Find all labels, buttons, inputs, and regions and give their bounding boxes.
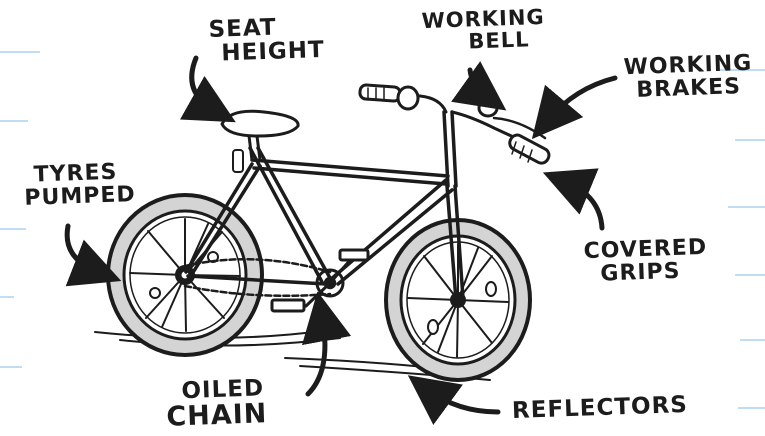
label-line: BRAKES [636,75,753,102]
label-working-bell: WORKING BELL [421,6,546,54]
label-reflectors: REFLECTORS [512,393,689,423]
arrow-icon [566,182,602,228]
arrow-icon [470,70,486,96]
label-line: GRIPS [600,259,708,286]
arrow-icon [308,316,325,394]
label-line: REFLECTORS [512,393,689,423]
label-working-brakes: WORKING BRAKES [623,52,753,103]
arrow-icon [428,390,498,412]
label-line: PUMPED [24,183,136,210]
label-line: HEIGHT [221,38,325,66]
arrow-icon [548,78,615,120]
label-covered-grips: COVERED GRIPS [583,236,708,286]
label-tyres-pumped: TYRES PUMPED [23,160,136,210]
label-oiled-chain: OILED CHAIN [165,376,268,432]
label-seat-height: SEAT HEIGHT [204,14,325,66]
label-line: BELL [452,28,546,53]
label-line: CHAIN [166,400,268,432]
arrow-icon [67,226,98,272]
